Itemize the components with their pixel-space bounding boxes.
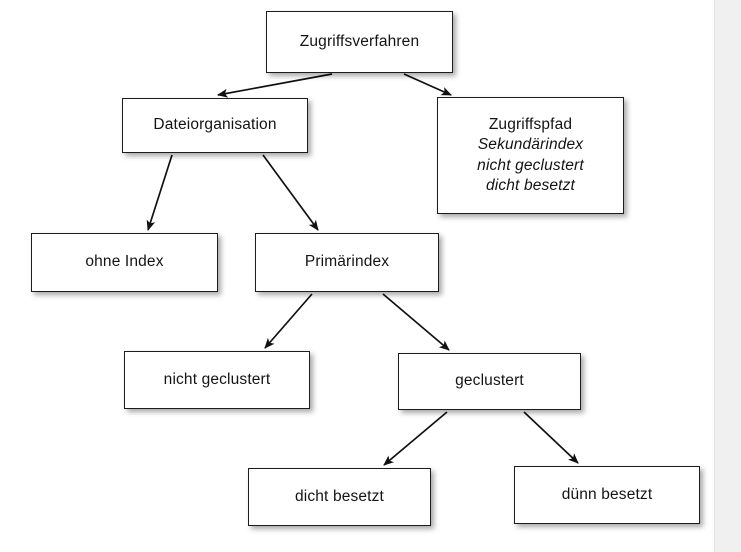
edge-zugriffsverfahren-to-zugriffspfad <box>403 73 452 96</box>
node-label: geclustert <box>455 372 524 390</box>
node-primaerindex[interactable]: Primärindex <box>255 233 439 292</box>
edge-dateiorganisation-to-primaerindex <box>262 154 319 231</box>
slide-right-margin <box>714 0 741 552</box>
node-dateiorganisation[interactable]: Dateiorganisation <box>122 98 308 153</box>
edge-geclustert-to-dicht-besetzt <box>383 411 448 466</box>
node-label: nicht geclustert <box>163 370 271 388</box>
edge-dateiorganisation-to-ohne-index <box>146 154 173 231</box>
node-label: Dateiorganisation <box>153 116 277 134</box>
edge-primaerindex-to-nicht-geclustert <box>264 293 313 349</box>
node-label: Zugriffsverfahren <box>299 32 420 50</box>
edge-primaerindex-to-geclustert <box>382 293 450 351</box>
node-label: dünn besetzt <box>561 485 653 503</box>
node-label: dicht besetzt <box>295 487 384 505</box>
node-label: Primärindex <box>304 253 390 271</box>
node-geclustert[interactable]: geclustert <box>398 353 581 410</box>
node-dicht-besetzt[interactable]: dicht besetzt <box>248 468 431 526</box>
node-zugriffsverfahren[interactable]: Zugriffsverfahren <box>266 11 453 73</box>
node-nicht-geclustert[interactable]: nicht geclustert <box>124 351 310 409</box>
node-label: ohne Index <box>85 253 164 271</box>
edge-geclustert-to-duenn-besetzt <box>523 411 579 464</box>
edge-zugriffsverfahren-to-dateiorganisation <box>216 73 333 98</box>
node-label: Sekundärindex <box>477 136 584 154</box>
node-ohne-index[interactable]: ohne Index <box>31 233 218 292</box>
edge-group <box>146 73 579 466</box>
node-label: Zugriffspfad <box>488 115 573 133</box>
node-label: nicht geclustert <box>477 156 584 174</box>
node-duenn-besetzt[interactable]: dünn besetzt <box>514 466 700 524</box>
node-label: dicht besetzt <box>486 176 575 194</box>
